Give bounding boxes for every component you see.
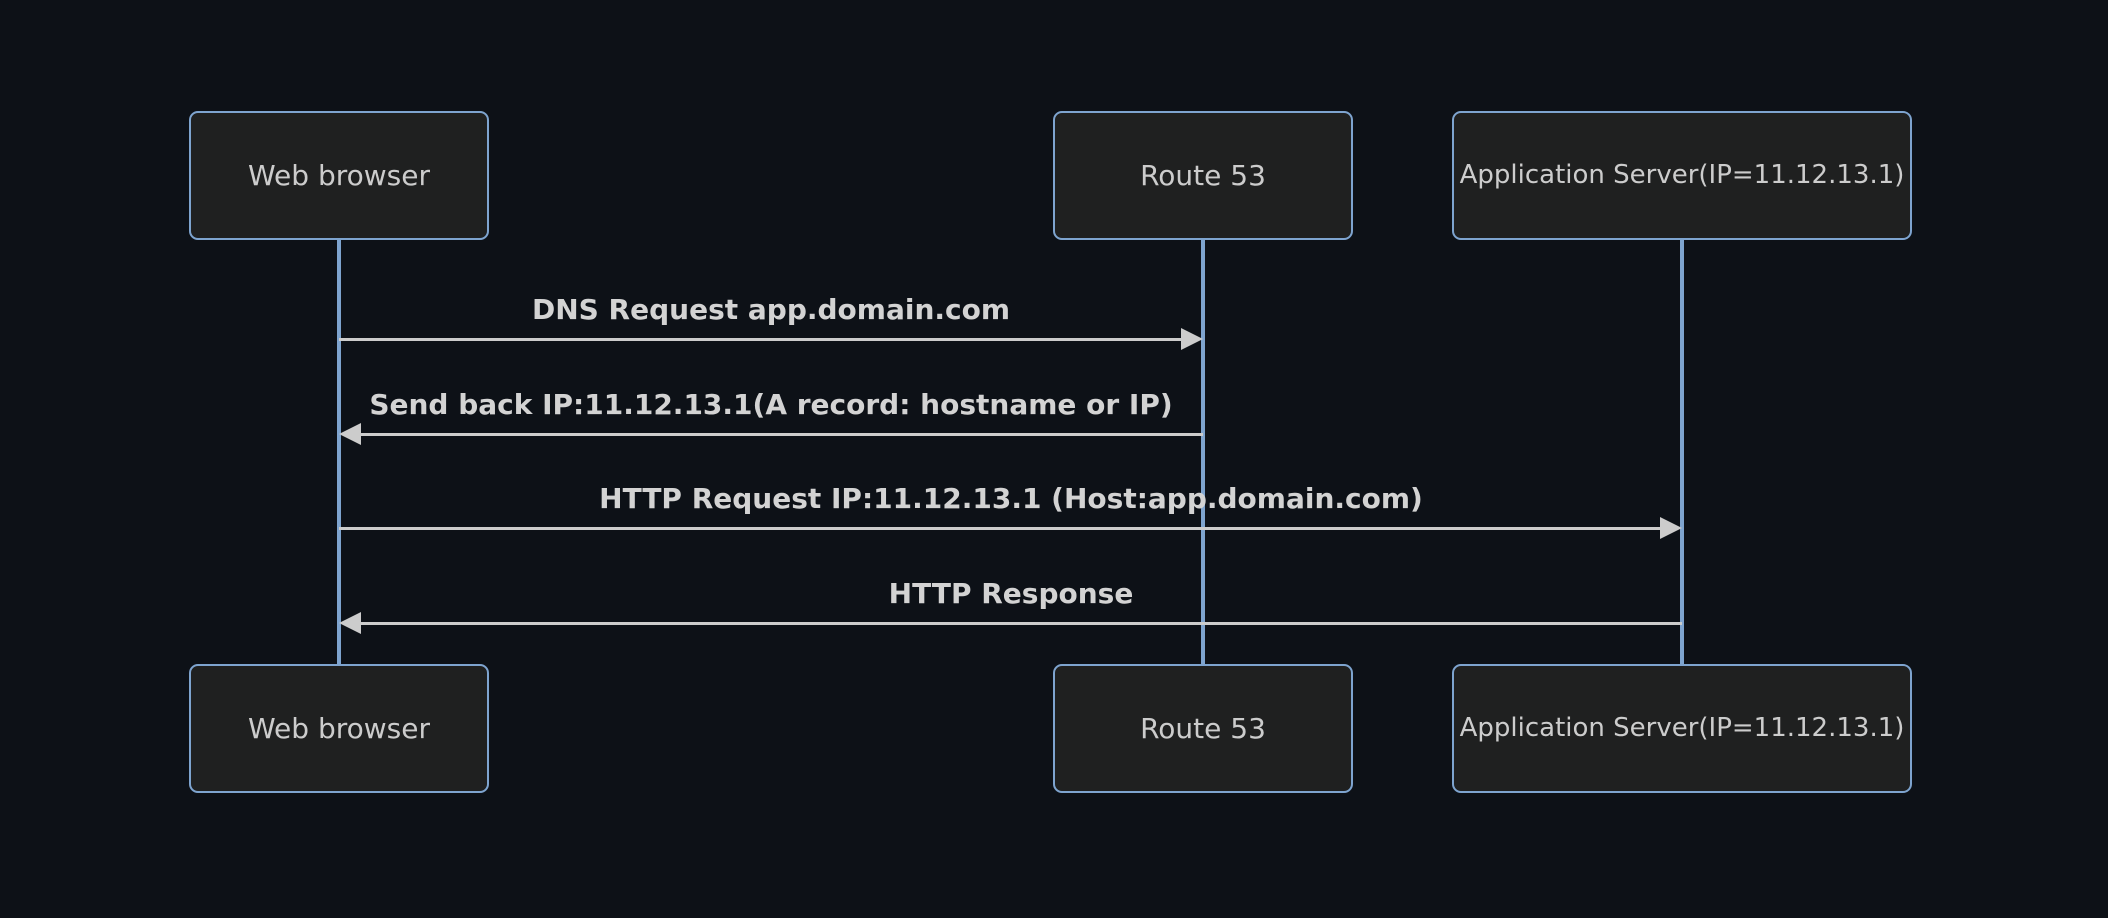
actor-label-web-browser-top: Web browser	[248, 158, 430, 192]
actor-box-route-53-bottom: Route 53	[1053, 664, 1353, 793]
lifeline-web-browser	[337, 240, 341, 664]
message-line-dns-request	[339, 338, 1181, 341]
actor-box-app-server-top: Application Server(IP=11.12.13.1)	[1452, 111, 1912, 240]
arrow-right-icon	[1660, 517, 1682, 539]
message-line-http-request	[339, 527, 1660, 530]
arrow-left-icon	[339, 612, 361, 634]
arrow-left-icon	[339, 423, 361, 445]
actor-label-web-browser-bottom: Web browser	[248, 711, 430, 745]
actor-box-route-53-top: Route 53	[1053, 111, 1353, 240]
actor-label-app-server-bottom: Application Server(IP=11.12.13.1)	[1459, 712, 1905, 743]
arrow-right-icon	[1181, 328, 1203, 350]
lifeline-app-server	[1680, 240, 1684, 664]
actor-box-web-browser-bottom: Web browser	[189, 664, 489, 793]
actor-label-route-53-bottom: Route 53	[1140, 711, 1266, 745]
message-label-dns-request: DNS Request app.domain.com	[531, 293, 1011, 326]
message-line-http-response	[361, 622, 1682, 625]
actor-box-app-server-bottom: Application Server(IP=11.12.13.1)	[1452, 664, 1912, 793]
actor-label-app-server-top: Application Server(IP=11.12.13.1)	[1459, 159, 1905, 190]
message-line-send-back-ip	[361, 433, 1203, 436]
message-label-send-back-ip: Send back IP:11.12.13.1(A record: hostna…	[369, 388, 1173, 421]
actor-label-route-53-top: Route 53	[1140, 158, 1266, 192]
message-label-http-response: HTTP Response	[888, 577, 1134, 610]
lifeline-route-53	[1201, 240, 1205, 664]
actor-box-web-browser-top: Web browser	[189, 111, 489, 240]
message-label-http-request: HTTP Request IP:11.12.13.1 (Host:app.dom…	[599, 482, 1423, 515]
